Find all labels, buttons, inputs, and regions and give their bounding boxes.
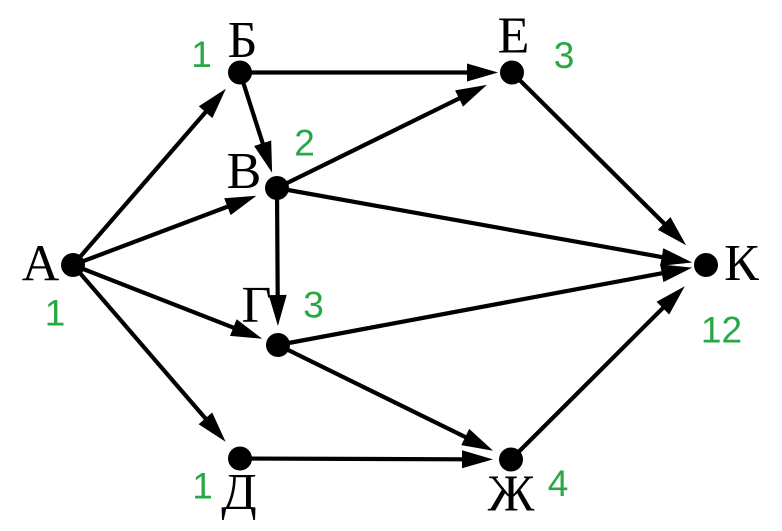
svg-text:Ж: Ж (488, 466, 535, 523)
svg-text:Г: Г (241, 277, 271, 334)
svg-text:Б: Б (228, 12, 258, 69)
svg-text:В: В (227, 143, 262, 200)
svg-text:2: 2 (294, 123, 315, 164)
svg-text:12: 12 (701, 310, 742, 351)
svg-text:1: 1 (192, 466, 213, 507)
svg-text:1: 1 (45, 293, 66, 334)
svg-text:К: К (724, 235, 759, 292)
svg-text:1: 1 (191, 34, 212, 75)
svg-text:4: 4 (548, 463, 569, 504)
svg-text:Е: Е (498, 8, 530, 65)
svg-text:3: 3 (303, 285, 324, 326)
svg-text:3: 3 (554, 35, 575, 76)
svg-text:А: А (22, 236, 60, 293)
svg-text:Д: Д (221, 464, 256, 521)
